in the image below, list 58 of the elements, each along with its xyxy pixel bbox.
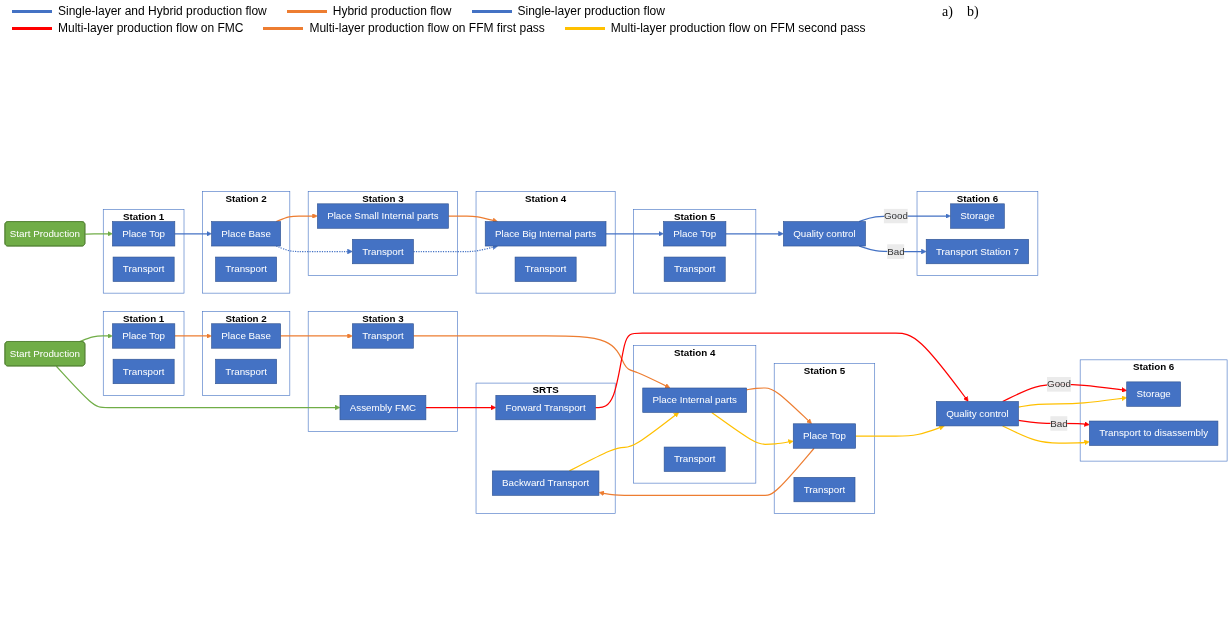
node-box: Quality control — [783, 221, 866, 247]
arrow — [711, 411, 794, 445]
node-box: Place Top — [663, 221, 727, 247]
arrow — [594, 332, 969, 409]
node-box: Transport — [112, 358, 175, 384]
node-box: Place Small Internal parts — [317, 203, 449, 229]
legend-text: Single-layer production flow — [517, 4, 665, 18]
panel-label: a) — [942, 4, 953, 20]
arrow — [1002, 425, 1090, 446]
arrow — [1017, 395, 1127, 408]
arrow — [275, 213, 318, 223]
node-box: Transport — [514, 256, 577, 282]
legend-text: Multi-layer production flow on FMC — [58, 21, 244, 35]
node-box: Transport — [112, 256, 175, 282]
arrow — [605, 231, 664, 237]
node-box: Transport — [663, 446, 726, 472]
node-box: Place Top — [112, 323, 176, 349]
legend-text: Hybrid production flow — [332, 4, 452, 18]
node-box: Place Big Internal parts — [484, 221, 607, 247]
arrow — [746, 387, 812, 425]
node-box: Transport — [215, 358, 277, 384]
legend-text: Multi-layer production flow on FFM first pass — [309, 21, 545, 35]
node-box: Backward Transport — [492, 470, 600, 496]
arrow — [412, 335, 671, 389]
arrow — [425, 404, 497, 411]
legend-text: Multi-layer production flow on FFM second pass — [610, 21, 866, 35]
edge-label: Bad — [1050, 417, 1068, 429]
legend-text: Single-layer and Hybrid production flow — [58, 4, 267, 18]
node-box: Place Base — [211, 323, 281, 349]
arrow — [174, 333, 212, 339]
node-box: Transport — [793, 477, 856, 503]
edge-label: Bad — [887, 246, 905, 257]
node-box: Transport — [663, 256, 726, 282]
node-box: Transport to disassembly — [1089, 420, 1219, 446]
node-box: Transport — [215, 256, 277, 282]
arrow — [598, 447, 815, 496]
edge-label: Good — [883, 210, 908, 221]
node-box: Storage — [1126, 381, 1181, 407]
panel-label: b) — [966, 4, 979, 20]
node-box: Storage — [950, 203, 1005, 229]
arrow — [725, 231, 784, 237]
edge-label: Good — [1047, 378, 1071, 390]
arrow — [84, 231, 113, 237]
arrow — [174, 231, 212, 237]
arrow — [55, 365, 341, 411]
node-box: Place Top — [112, 221, 176, 247]
node-box: Forward Transport — [495, 395, 596, 421]
node-box: Quality control — [936, 401, 1019, 427]
node-box: Place Top — [792, 423, 856, 449]
node-box: Transport — [352, 323, 414, 349]
node-box: Transport — [352, 239, 414, 265]
arrow — [447, 215, 498, 223]
arrow — [280, 333, 353, 339]
node-box: Place Internal parts — [642, 387, 747, 413]
node-box: Assembly FMC — [339, 395, 427, 421]
node-box: Place Base — [211, 221, 281, 247]
node-box: Transport Station 7 — [925, 239, 1029, 265]
arrow — [855, 425, 945, 437]
